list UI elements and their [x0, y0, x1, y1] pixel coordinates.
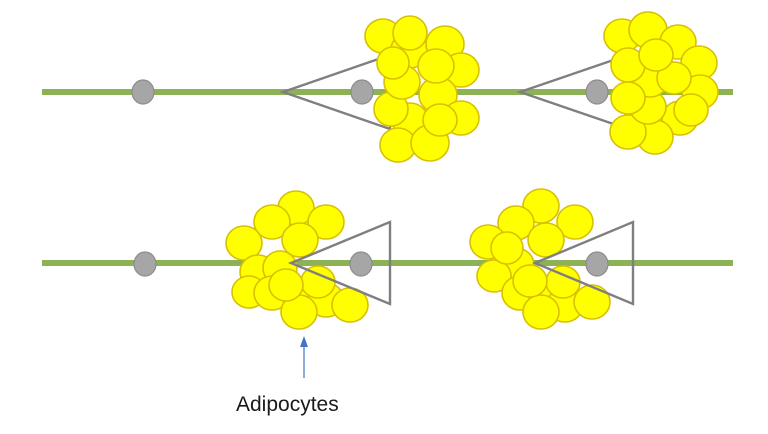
adipocyte-cell	[268, 268, 304, 302]
adipocyte-cell	[490, 231, 524, 265]
adipocyte-cell	[609, 114, 647, 150]
adipocyte-cell	[573, 284, 611, 320]
adipocyte-cell	[522, 294, 560, 330]
adipocyte-cluster-top-1	[364, 15, 480, 163]
node-top-3	[585, 79, 609, 105]
adipocyte-cell	[422, 103, 458, 137]
adipocyte-cluster-bottom-2	[469, 188, 611, 330]
adipocyte-cell	[376, 46, 410, 80]
adipocyte-cell	[673, 93, 709, 127]
adipocyte-cell	[281, 222, 319, 258]
adipocyte-cell	[527, 222, 565, 258]
wedge-bottom-2	[531, 220, 635, 306]
adipocyte-cell	[556, 204, 594, 240]
wedge-bottom-1	[287, 220, 392, 306]
node-top-2	[350, 79, 374, 105]
adipocyte-cluster-top-2	[603, 11, 719, 155]
adipocyte-cell	[392, 15, 428, 51]
adipocytes-label: Adipocytes	[236, 393, 339, 416]
adipocyte-cell	[610, 81, 646, 115]
adipocyte-cell	[638, 38, 674, 72]
adipocyte-cluster-bottom-1	[225, 190, 369, 330]
adipocyte-cell	[307, 204, 345, 240]
node-bottom-3	[585, 251, 609, 277]
node-bottom-2	[349, 251, 373, 277]
adipocyte-cell	[656, 61, 692, 95]
adipocyte-cell	[417, 48, 455, 84]
node-bottom-1	[133, 251, 157, 277]
adipocyte-cell	[300, 265, 336, 299]
adipocyte-cell	[512, 264, 548, 298]
adipocyte-cell	[476, 259, 512, 293]
pointer-arrow	[300, 336, 308, 378]
adipocyte-cell	[253, 204, 291, 240]
node-top-1	[131, 79, 155, 105]
adipocyte-cell	[225, 225, 263, 261]
